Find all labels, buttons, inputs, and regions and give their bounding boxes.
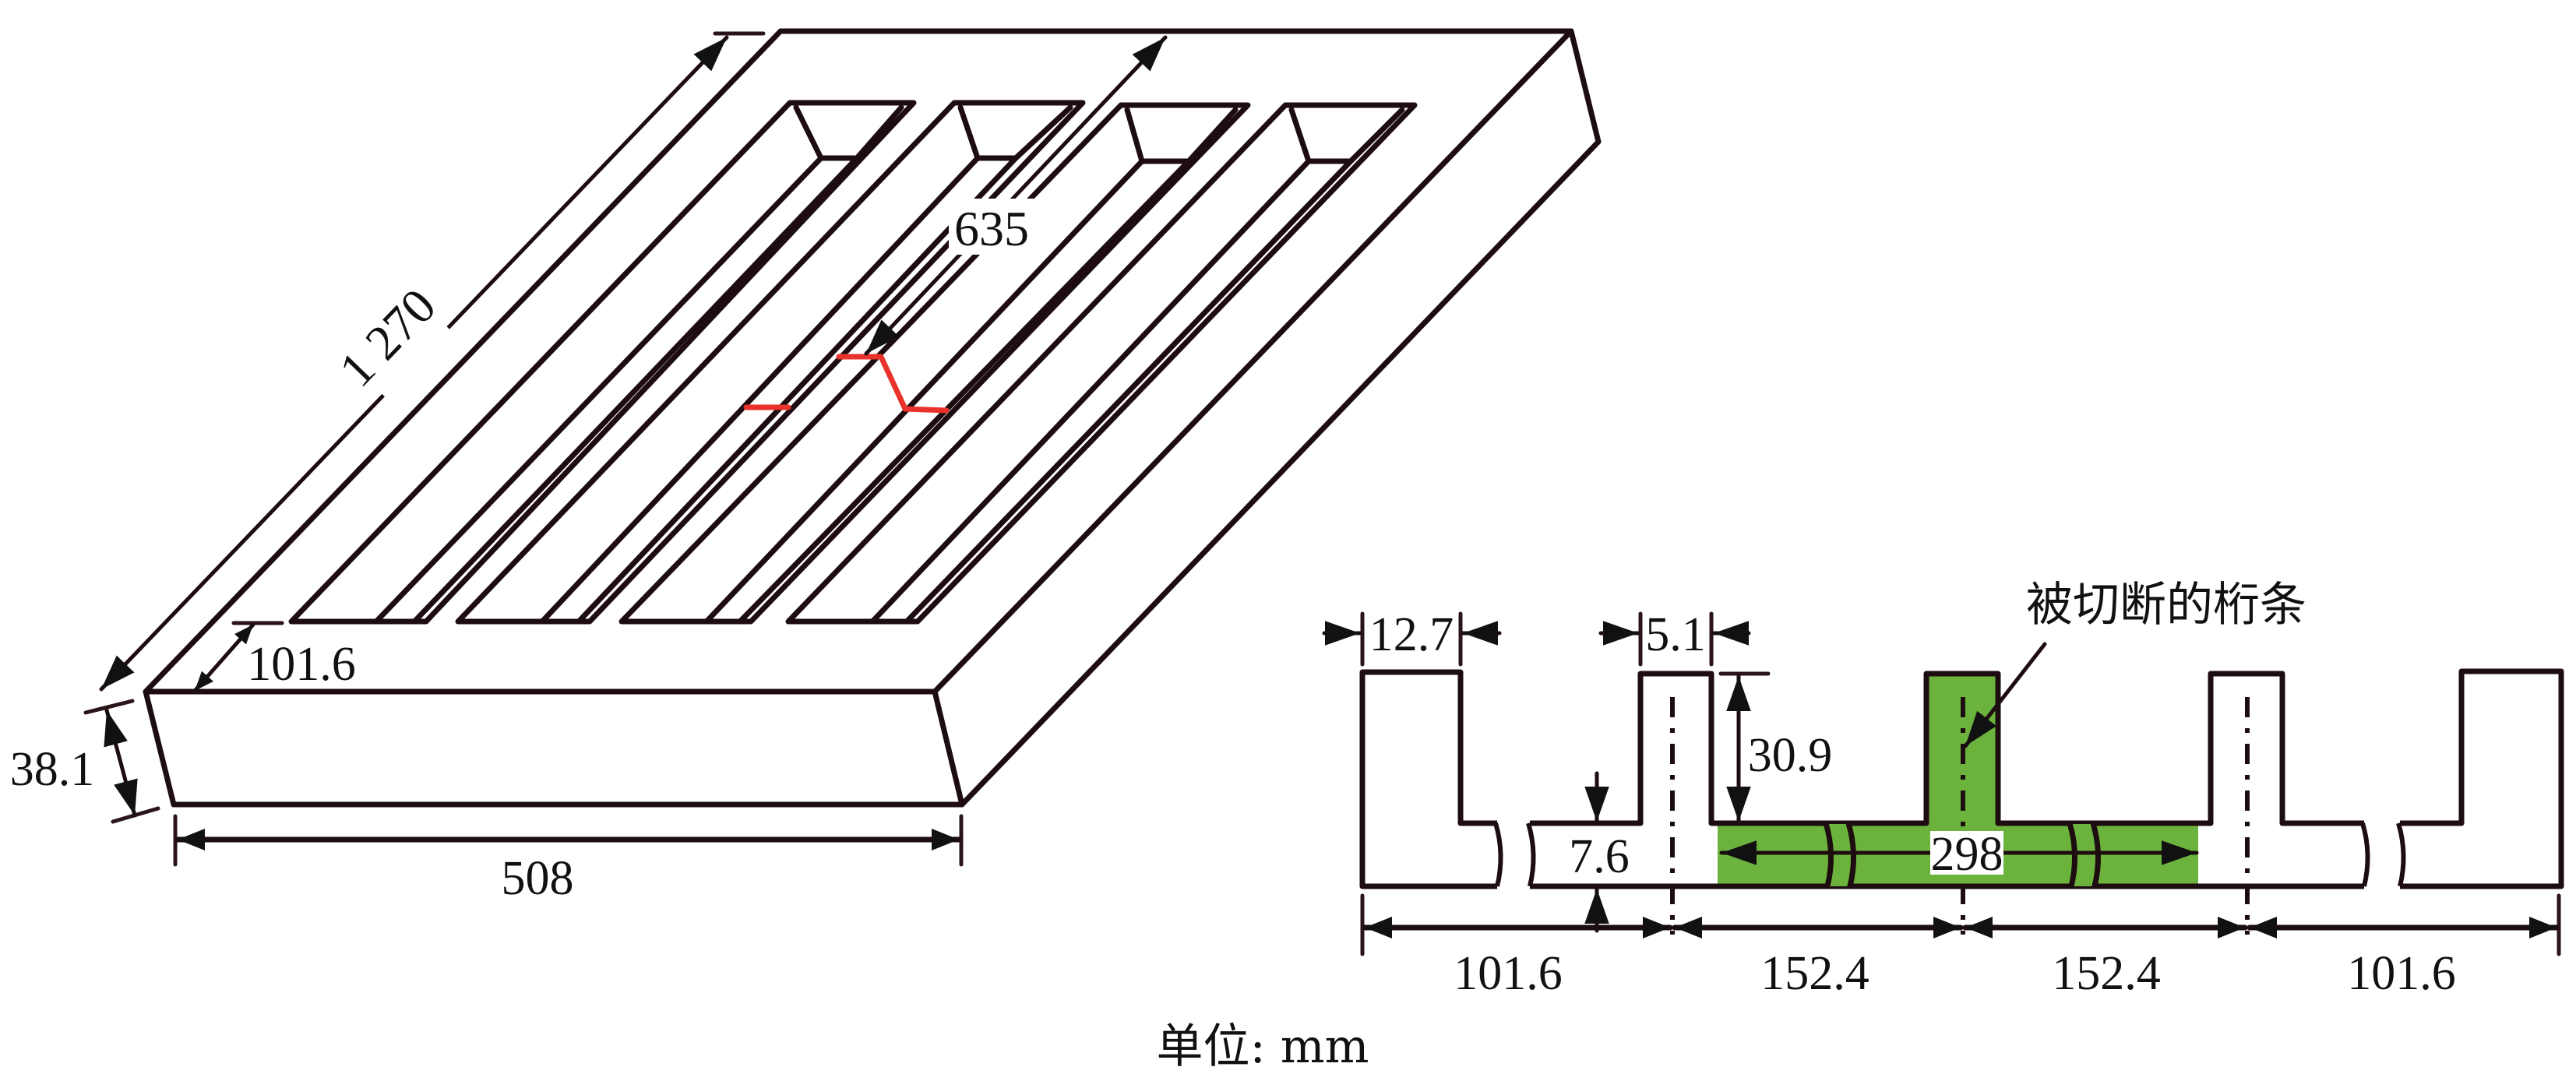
spacing-label: 101.6 (1454, 947, 1563, 1000)
units-caption: 单位: mm (1156, 1019, 1369, 1074)
stringer-callout: 被切断的桁条 (1963, 578, 2306, 748)
dimension-flange-width: 12.7 (1322, 608, 1502, 667)
web-thickness-label: 5.1 (1645, 608, 1706, 661)
dimension-cut-length: 298 (1719, 828, 2199, 881)
cut-length-label: 298 (1931, 828, 2003, 881)
stiffener-height-label: 30.9 (1748, 729, 1833, 782)
spacing-label: 152.4 (1760, 947, 1869, 1000)
dimension-width: 508 (173, 814, 964, 905)
height-label: 38.1 (10, 743, 95, 796)
width-label: 508 (502, 852, 574, 905)
break-marks (1493, 819, 2406, 891)
cut-position-label: 635 (954, 201, 1029, 256)
edge-margin-label: 101.6 (247, 638, 356, 691)
panel-side-face (959, 28, 1602, 808)
dimension-height: 38.1 (10, 699, 160, 824)
dimension-skin-thickness: 7.6 (1569, 771, 1630, 933)
dimension-web-thickness: 5.1 (1598, 608, 1751, 667)
skin-thickness-label: 7.6 (1569, 830, 1630, 883)
slot-4 (785, 102, 1418, 625)
cross-section-view: 12.7 5.1 30.9 7.6 298 (1322, 578, 2564, 1000)
dimension-stiffener-height: 30.9 (1718, 671, 1833, 824)
isometric-panel-view: 1 270 635 101.6 38.1 508 (10, 28, 1602, 905)
dimension-edge-margin: 101.6 (192, 621, 356, 693)
panel-front-face (143, 688, 965, 808)
dimension-spacings: 101.6 152.4 152.4 101.6 (1360, 893, 2561, 1000)
flange-width-label: 12.7 (1369, 608, 1454, 661)
spacing-label: 152.4 (2052, 947, 2161, 1000)
spacing-label: 101.6 (2347, 947, 2456, 1000)
stringer-label: 被切断的桁条 (2026, 578, 2306, 632)
cut-line (743, 354, 950, 414)
dimension-cut-position: 635 (864, 35, 1168, 356)
